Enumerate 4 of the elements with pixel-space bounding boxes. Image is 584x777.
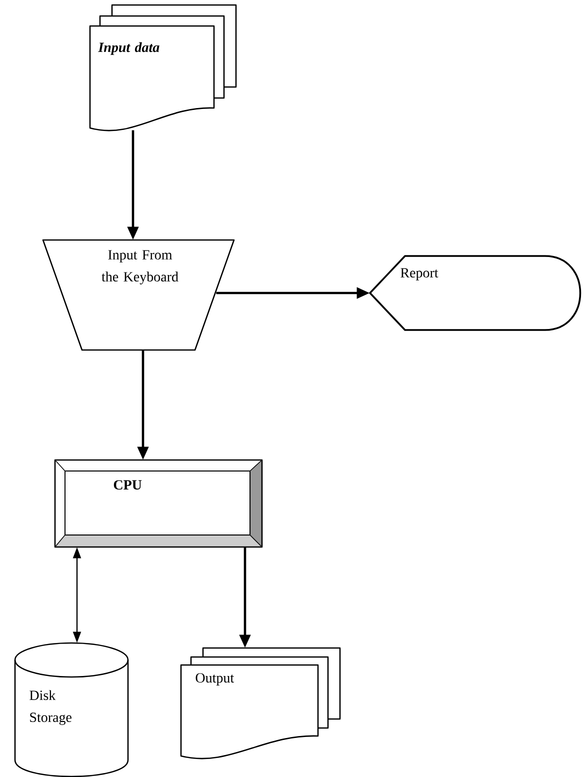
manual-input-trapezoid: Input From the Keyboard bbox=[42, 239, 235, 351]
process-box: CPU bbox=[54, 459, 263, 548]
node-label: Disk Storage bbox=[30, 690, 72, 725]
disk-cylinder: Disk Storage bbox=[14, 642, 129, 777]
